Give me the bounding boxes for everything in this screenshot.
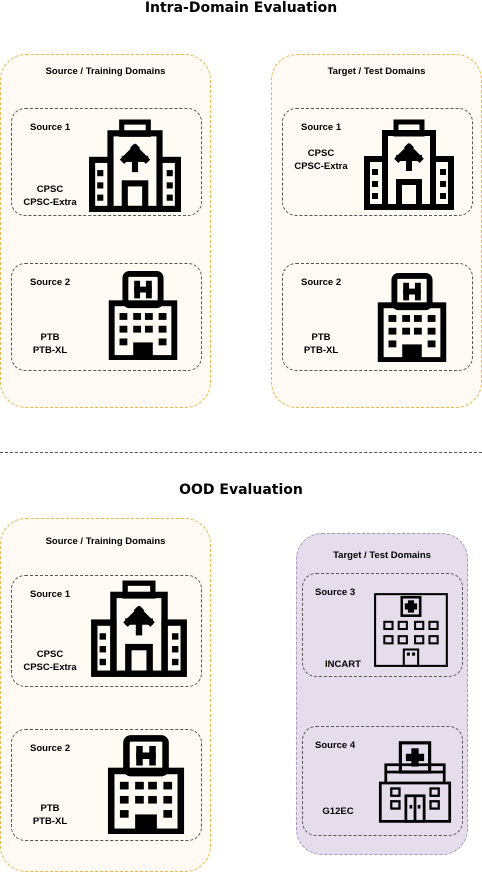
dataset-name: PTB [40,332,60,343]
panel-title: Source 2 [301,277,342,288]
ood-source-panel-1: Source 1 CPSC CPSC-Extra [11,575,202,687]
hospital-outline-cross-icon [373,741,457,825]
panel-title: Source 1 [30,122,71,133]
dataset-names: PTB PTB-XL [12,331,88,357]
dataset-name: G12EC [322,806,354,817]
hospital-cross-icon [88,119,182,213]
dataset-name: INCART [325,659,361,670]
dataset-names: PTB PTB-XL [12,802,88,828]
panel-title: Source 1 [30,589,71,600]
intra-source-panel-1: Source 1 CPSC CPSC-Extra [11,108,202,216]
section-divider [0,452,482,453]
ood-title: OOD Evaluation [179,482,303,498]
hospital-outline-icon [371,588,453,670]
hospital-h-icon [96,734,196,834]
panel-title: Source 2 [30,277,71,288]
dataset-name: PTB-XL [303,345,339,356]
intra-source-panel-2: Source 2 PTB PTB-XL [11,263,202,371]
panel-title: Source 2 [30,743,71,754]
dataset-name: PTB [40,803,60,814]
dataset-name: CPSC [307,148,335,159]
dataset-name: CPSC-Extra [23,662,77,673]
dataset-names: CPSC CPSC-Extra [12,183,88,209]
dataset-name: CPSC [36,649,64,660]
ood-target-panel-3: Source 3 INCART [302,573,463,677]
dataset-name: PTB-XL [32,816,68,827]
hospital-cross-icon [90,580,188,678]
group-label: Source / Training Domains [45,66,166,77]
dataset-name: CPSC-Extra [294,161,348,172]
dataset-names: INCART [313,658,373,671]
group-label: Target / Test Domains [327,66,426,77]
hospital-cross-icon [363,119,455,211]
dataset-name: CPSC [36,184,64,195]
dataset-names: CPSC CPSC-Extra [12,648,88,674]
dataset-names: PTB PTB-XL [283,331,359,357]
dataset-name: CPSC-Extra [23,197,77,208]
dataset-names: CPSC CPSC-Extra [283,147,359,173]
intra-target-group: Target / Test Domains Source 1 CPSC CPSC… [271,54,482,408]
dataset-names: G12EC [313,805,363,818]
intra-source-group: Source / Training Domains Source 1 CPSC … [0,54,211,408]
intra-target-panel-1: Source 1 CPSC CPSC-Extra [282,108,473,216]
hospital-h-icon [98,270,188,360]
panel-title: Source 1 [301,122,342,133]
ood-target-panel-4: Source 4 G12EC [302,726,463,836]
intra-target-panel-2: Source 2 PTB PTB-XL [282,263,473,371]
hospital-h-icon [367,272,457,362]
ood-source-group: Source / Training Domains Source 1 CPSC … [0,518,211,872]
panel-title: Source 4 [315,740,356,751]
ood-source-panel-2: Source 2 PTB PTB-XL [11,729,202,841]
group-label: Source / Training Domains [45,536,166,547]
dataset-name: PTB-XL [32,345,68,356]
dataset-name: PTB [311,332,331,343]
ood-target-group: Target / Test Domains Source 3 INCART So… [296,533,468,855]
group-label: Target / Test Domains [333,550,431,561]
panel-title: Source 3 [315,587,356,598]
intra-domain-title: Intra-Domain Evaluation [144,0,338,16]
